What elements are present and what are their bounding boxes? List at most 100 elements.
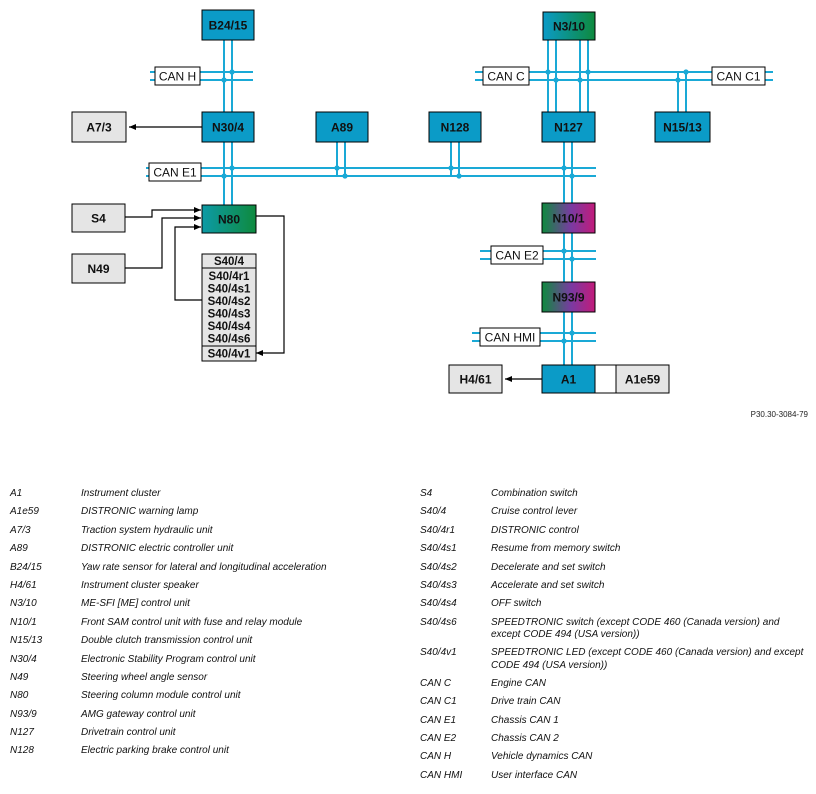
legend-description: Steering column module control unit <box>81 690 241 702</box>
legend-row: N127 Drivetrain control unit <box>10 727 410 739</box>
legend-description: Combination switch <box>491 488 578 499</box>
module-n128: N128 <box>428 111 482 143</box>
legend-code: H4/61 <box>10 579 37 591</box>
legend-description: DISTRONIC electric controller unit <box>81 543 234 555</box>
module-a1e59: A1e59 <box>615 364 670 394</box>
module-a1e59-label: A1e59 <box>625 373 661 387</box>
legend-code: A89 <box>10 543 28 555</box>
bus-label-can-e2-text: CAN E2 <box>495 249 539 263</box>
legend-code: A7/3 <box>10 524 31 536</box>
module-n30-4: N30/4 <box>201 111 255 143</box>
bus-label-can-c: CAN C <box>482 66 530 86</box>
legend-code: S40/4s3 <box>420 579 457 591</box>
module-a7-3-label: A7/3 <box>86 121 112 135</box>
legend-code: A1 <box>10 488 23 499</box>
discrete-wires <box>125 124 614 382</box>
legend-row: S40/4s3 Accelerate and set switch <box>420 580 810 592</box>
module-h4-61: H4/61 <box>448 364 503 394</box>
legend-description: Engine CAN <box>491 677 547 689</box>
legend-row: N30/4 Electronic Stability Program contro… <box>10 654 410 666</box>
legend-code: S4 <box>420 488 433 499</box>
legend-row: N93/9 AMG gateway control unit <box>10 709 410 721</box>
legend-description: Accelerate and set switch <box>491 579 605 591</box>
legend-code: N49 <box>10 671 29 683</box>
legend-description: Drive train CAN <box>491 696 561 708</box>
switch-label: S40/4s6 <box>208 334 251 346</box>
legend-description: Double clutch transmission control unit <box>81 635 253 647</box>
switch-label: S40/4s4 <box>208 321 251 333</box>
bus-label-can-e1: CAN E1 <box>148 162 202 182</box>
legend-code: N127 <box>10 727 34 739</box>
switch-label: S40/4v1 <box>208 349 251 361</box>
module-n15-13: N15/13 <box>654 111 711 143</box>
legend-description: Chassis CAN 2 <box>491 733 559 745</box>
legend-description: Resume from memory switch <box>491 543 621 555</box>
bus-label-can-e2: CAN E2 <box>490 245 544 265</box>
legend-code: B24/15 <box>10 561 42 573</box>
legend-description: Electronic Stability Program control uni… <box>81 653 256 665</box>
legend-description: User interface CAN <box>491 769 578 781</box>
legend-description: Cruise control lever <box>491 506 578 518</box>
legend-description: DISTRONIC control <box>491 524 579 536</box>
legend-row: N128 Electric parking brake control unit <box>10 745 410 757</box>
bus-label-can-c1: CAN C1 <box>711 66 766 86</box>
bus-label-can-h: CAN H <box>154 66 201 86</box>
bus-label-can-c-text: CAN C <box>487 70 525 84</box>
legend-code: S40/4s2 <box>420 561 457 573</box>
switch-label: S40/4r1 <box>209 271 251 283</box>
network-diagram: CAN H CAN C CAN C1 CAN E1 CAN E2 CAN HMI… <box>71 9 773 394</box>
legend-code: S40/4s4 <box>420 598 457 610</box>
legend-description: AMG gateway control unit <box>81 708 196 720</box>
legend-description: DISTRONIC warning lamp <box>81 506 199 518</box>
bus-label-can-hmi: CAN HMI <box>479 327 541 347</box>
module-n128-label: N128 <box>441 121 470 135</box>
legend-row: S40/4s2 Decelerate and set switch <box>420 562 810 574</box>
legend-code: CAN HMI <box>420 769 463 781</box>
switch-stack-s40-4: S40/4 S40/4r1 S40/4s1 S40/4s2 S40/4s3 S4… <box>201 253 257 362</box>
module-n80: N80 <box>201 204 257 234</box>
module-a7-3: A7/3 <box>71 111 127 143</box>
legend-description: Front SAM control unit with fuse and rel… <box>81 616 303 628</box>
module-n3-10: N3/10 <box>542 11 596 41</box>
legend-code: CAN H <box>420 751 452 763</box>
legend-code: CAN C1 <box>420 696 457 708</box>
legend-code: N3/10 <box>10 598 37 610</box>
switch-label: S40/4s1 <box>208 284 251 296</box>
legend-code: N30/4 <box>10 653 37 665</box>
legend-description: Electric parking brake control unit <box>81 745 229 757</box>
module-n127-label: N127 <box>554 121 583 135</box>
legend-description: Yaw rate sensor for lateral and longitud… <box>81 561 327 573</box>
switch-label: S40/4s2 <box>208 296 251 308</box>
legend-row: CAN HMI User interface CAN <box>420 770 810 782</box>
module-b24-15-label: B24/15 <box>209 19 248 33</box>
module-n127: N127 <box>541 111 596 143</box>
module-h4-61-label: H4/61 <box>459 373 491 387</box>
legend-description: Drivetrain control unit <box>81 727 176 739</box>
legend-code: N128 <box>10 745 34 757</box>
module-a89-label: A89 <box>331 121 353 135</box>
module-n93-9: N93/9 <box>541 281 596 313</box>
legend-code: S40/4v1 <box>420 647 457 659</box>
legend-description: SPEEDTRONIC LED (except CODE 460 (Canada… <box>491 647 804 671</box>
legend-description: Decelerate and set switch <box>491 561 606 573</box>
module-s4: S4 <box>71 203 126 233</box>
module-n10-1: N10/1 <box>541 202 596 234</box>
legend-code: N93/9 <box>10 708 37 720</box>
module-n15-13-label: N15/13 <box>663 121 702 135</box>
legend-description: Chassis CAN 1 <box>491 714 559 726</box>
bus-label-can-h-text: CAN H <box>159 70 196 84</box>
